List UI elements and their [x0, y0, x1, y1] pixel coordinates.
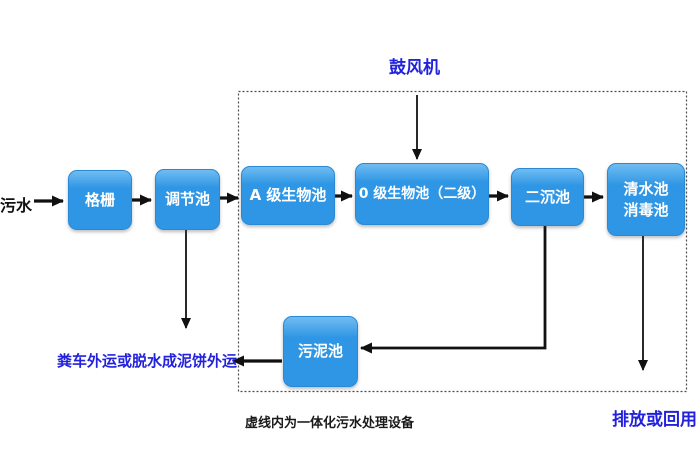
node-grille: 格栅 [68, 170, 132, 230]
arrow-secondary-sed-to-sludge-tank [360, 224, 547, 354]
node-o-bio-tank-label: 0 级生物池（二级） [358, 185, 486, 202]
node-secondary-sedimentation-tank-label: 二沉池 [524, 187, 570, 206]
node-a-bio-tank: A 级生物池 [241, 166, 335, 225]
node-secondary-sedimentation-tank: 二沉池 [511, 168, 584, 226]
sludge-disposal-label: 粪车外运或脱水成泥饼外运 [57, 352, 238, 370]
node-regulating-tank-label: 调节池 [164, 190, 210, 209]
node-sludge-tank: 污泥池 [283, 316, 358, 387]
node-clear-water-disinfection-tank: 清水池 消毒池 [607, 163, 685, 236]
node-o-bio-tank: 0 级生物池（二级） [355, 163, 489, 225]
blower-label: 鼓风机 [389, 58, 440, 78]
node-sludge-tank-label: 污泥池 [297, 342, 343, 361]
node-grille-label: 格栅 [84, 190, 115, 209]
discharge-reuse-label: 排放或回用 [612, 410, 697, 430]
node-a-bio-tank-label: A 级生物池 [249, 186, 327, 205]
integrated-equipment-dashed-boundary [237, 90, 688, 393]
node-clear-water-tank-label-line1: 清水池 [623, 180, 669, 199]
node-regulating-tank: 调节池 [155, 169, 220, 230]
sewage-source-label: 污水 [0, 196, 33, 215]
dashed-box-caption: 虚线内为一体化污水处理设备 [245, 416, 415, 431]
node-clear-water-tank-label-line2: 消毒池 [623, 200, 669, 219]
